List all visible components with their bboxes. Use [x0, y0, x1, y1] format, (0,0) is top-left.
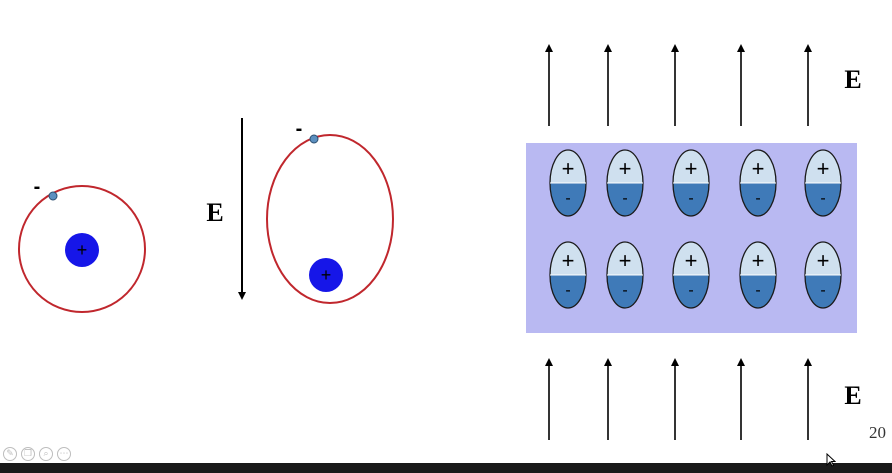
dipole-negative: - — [755, 282, 760, 299]
page-number: 20 — [869, 423, 886, 442]
dipole-negative: - — [622, 282, 627, 299]
displaced-nucleus-charge: + — [321, 265, 332, 285]
dipole-negative: - — [622, 190, 627, 207]
bottom-bar — [0, 463, 892, 473]
dipole-negative: - — [565, 190, 570, 207]
distorted-orbit — [266, 134, 394, 304]
dipole-negative: - — [688, 282, 693, 299]
dipole-negative: - — [755, 190, 760, 207]
field-arrows-bottom — [545, 358, 812, 440]
slides-icon[interactable]: ❐ — [21, 447, 35, 461]
dipole-positive: + — [619, 248, 632, 273]
field-arrows-top — [545, 44, 812, 126]
nucleus-charge: + — [77, 240, 88, 260]
displaced-nucleus — [309, 258, 343, 292]
dipole-positive: + — [562, 248, 575, 273]
dipole-negative: - — [820, 282, 825, 299]
player-controls: ✎ ❐ ⌕ ⋯ — [3, 447, 71, 461]
electron — [48, 191, 58, 201]
polarized-atom: + - — [266, 118, 394, 304]
dipole-negative: - — [688, 190, 693, 207]
dipole-positive: + — [817, 248, 830, 273]
electron-charge: - — [34, 176, 41, 198]
pen-icon[interactable]: ✎ — [3, 447, 17, 461]
dipole-positive: + — [562, 156, 575, 181]
dipole-positive: + — [752, 156, 765, 181]
dipole-negative: - — [820, 190, 825, 207]
dipole-positive: + — [685, 248, 698, 273]
dipole-positive: + — [685, 156, 698, 181]
field-label: E — [206, 198, 223, 227]
unpolarized-atom: + - — [18, 176, 146, 313]
more-icon[interactable]: ⋯ — [57, 447, 71, 461]
dipole-positive: + — [817, 156, 830, 181]
displaced-electron-charge: - — [296, 118, 303, 140]
top-field-label: E — [844, 65, 861, 94]
displaced-electron — [309, 134, 319, 144]
dipole-positive: + — [752, 248, 765, 273]
zoom-icon[interactable]: ⌕ — [39, 447, 53, 461]
bottom-field-label: E — [844, 381, 861, 410]
dipole-negative: - — [565, 282, 570, 299]
nucleus — [65, 233, 99, 267]
dipole-positive: + — [619, 156, 632, 181]
mouse-cursor-icon — [826, 453, 836, 467]
orbit-circle — [18, 185, 146, 313]
